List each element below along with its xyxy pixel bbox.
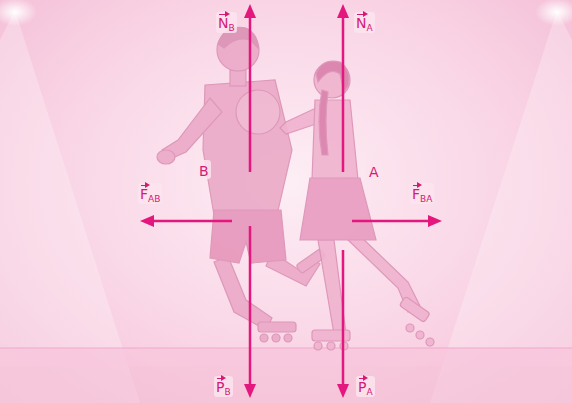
force-label: NB — [216, 12, 237, 33]
force-label: FAB — [138, 183, 162, 204]
body-label: A — [367, 161, 381, 180]
force-label: FBA — [410, 183, 434, 204]
force-label: NA — [354, 12, 375, 33]
force-label: PB — [214, 376, 233, 397]
body-label: B — [197, 160, 211, 179]
force-label: PA — [356, 376, 375, 397]
